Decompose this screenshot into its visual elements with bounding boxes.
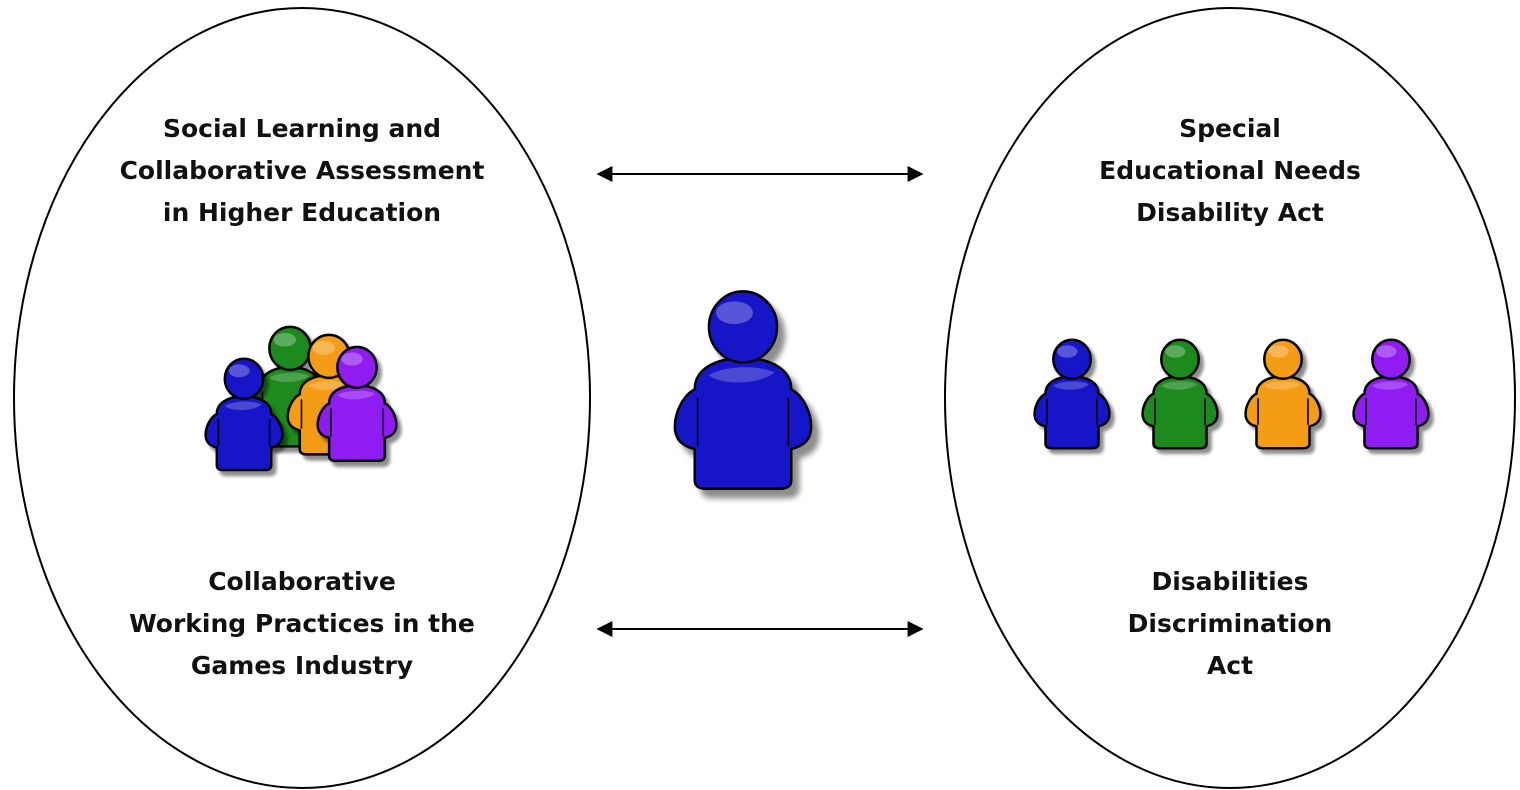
person-purple-icon	[1352, 338, 1430, 450]
right-bottom-label-line-3: Act	[1206, 651, 1254, 680]
people-icons-layer	[204, 290, 1430, 491]
right-bottom-label: Disabilities Discrimination Act	[1020, 561, 1440, 687]
left-bottom-label-line-2: Working Practices in the	[129, 609, 475, 638]
right-top-label-line-2: Educational Needs	[1099, 156, 1361, 185]
people-group-icon	[204, 325, 398, 472]
left-top-label-line-1: Social Learning and	[162, 114, 442, 143]
right-top-label-line-1: Special	[1179, 114, 1281, 143]
person-green-icon	[1141, 338, 1219, 450]
right-top-label-line-3: Disability Act	[1136, 198, 1324, 227]
right-oval	[944, 7, 1516, 789]
left-bottom-label-line-1: Collaborative	[208, 567, 396, 596]
left-top-label-line-3: in Higher Education	[162, 198, 442, 227]
person-blue-icon	[204, 357, 284, 472]
right-bottom-label-line-1: Disabilities	[1151, 567, 1309, 596]
person-blue-icon	[1033, 338, 1111, 450]
right-top-label: Special Educational Needs Disability Act	[1020, 108, 1440, 234]
left-bottom-label: Collaborative Working Practices in the G…	[92, 561, 512, 687]
person-purple-icon	[316, 345, 398, 463]
left-top-label-line-2: Collaborative Assessment	[119, 156, 485, 185]
right-bottom-label-line-2: Discrimination	[1127, 609, 1333, 638]
center-person-icon	[673, 290, 813, 491]
left-bottom-label-line-3: Games Industry	[190, 651, 414, 680]
person-orange-icon	[1244, 338, 1322, 450]
people-row-icon	[1033, 338, 1430, 450]
left-top-label: Social Learning and Collaborative Assess…	[92, 108, 512, 234]
